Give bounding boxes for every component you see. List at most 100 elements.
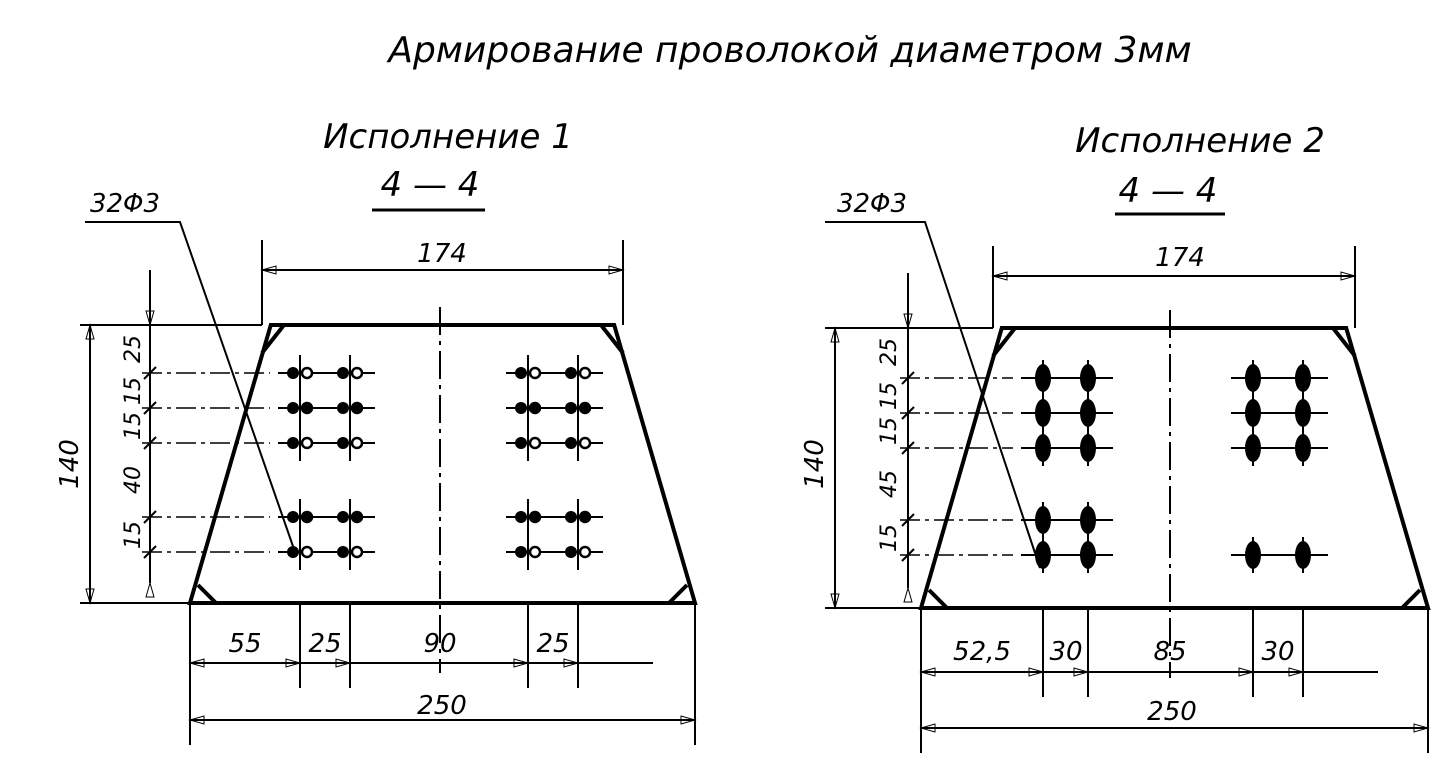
wire-bar [1080,506,1096,534]
v1-vdim-1: 25 [121,335,146,363]
wire-bar [578,545,592,559]
wire-bar [515,511,527,523]
wire-bar [300,545,314,559]
callout-leader [85,221,296,553]
wire-bar [565,511,577,523]
dimension-arrow [145,310,155,327]
section-outline [187,323,698,605]
wire-bar [1295,364,1311,392]
dimension-arrow [85,588,95,605]
wire-bar [350,401,364,415]
chamfer [667,583,689,605]
v2-vdim-1: 25 [877,338,902,366]
dimension-tick [901,513,915,527]
wire-bar [300,436,314,450]
wire-bar [1035,364,1051,392]
chamfer [196,583,218,605]
wire-bar [528,545,542,559]
wire-bar [1080,541,1096,569]
wire-bar [1035,506,1051,534]
wire-bar [337,437,349,449]
wire-bar [350,510,364,524]
v1-hdim-1: 55 [228,629,261,659]
dimension-tick [901,371,915,385]
chamfer [1331,326,1357,358]
chamfer [1400,588,1422,610]
dimension-tick [901,441,915,455]
dimension-tick [901,548,915,562]
dimension-arrow [919,667,936,677]
wire-bar [528,510,542,524]
variant-1-top-width: 174 [417,239,467,269]
chamfer [599,323,625,355]
wire-bar [565,546,577,558]
wire-bar [287,437,299,449]
wire-bar [287,402,299,414]
dimension-tick [143,436,157,450]
wire-bar [300,366,314,380]
dimension-arrow [1340,271,1357,281]
wire-bar [515,402,527,414]
wire-bar [1035,434,1051,462]
wire-bar [578,401,592,415]
wire-bar [1245,434,1261,462]
wire-bar [528,401,542,415]
wire-bar [1295,399,1311,427]
dimension-arrow [1413,723,1430,733]
v1-vdim-2: 15 [121,377,146,405]
v2-vdim-4: 45 [877,470,902,498]
wire-bar [565,402,577,414]
wire-bar [565,367,577,379]
chamfer [991,326,1017,358]
wire-bar [1035,399,1051,427]
dimension-arrow [991,271,1008,281]
dimension-arrow [680,715,697,725]
dimension-arrow [830,326,840,343]
variant-1-section: Исполнение 1 4 — 4 32Φ3 174 250 140 25 1… [55,117,698,745]
variant-1-section-mark: 4 — 4 [381,165,480,205]
v2-hdim-4: 30 [1261,637,1294,667]
dimension-arrow [188,658,205,668]
v1-vdim-3: 15 [121,412,146,440]
wire-bar [515,437,527,449]
callout-leader [825,221,1041,569]
wire-bar [578,436,592,450]
wire-bar [565,437,577,449]
variant-2-height: 140 [800,439,830,489]
v2-vdim-3: 15 [877,417,902,445]
dimension-arrow [1073,667,1090,677]
dimension-arrow [1238,667,1255,677]
dimension-tick [143,510,157,524]
wire-bar [1245,399,1261,427]
variant-1-label: Исполнение 1 [323,117,573,157]
wire-bar [1295,434,1311,462]
wire-bar [337,402,349,414]
dimension-arrow [563,658,580,668]
dimension-arrow [188,715,205,725]
dimension-arrow [1288,667,1305,677]
wire-bar [1080,399,1096,427]
wire-bar [528,366,542,380]
variant-2-callout: 32Φ3 [837,189,907,219]
wire-bar [350,545,364,559]
dimension-arrow [903,586,913,603]
wire-bar [515,546,527,558]
variant-1-height: 140 [55,439,85,489]
chamfer [260,323,286,355]
wire-bar [337,511,349,523]
dimension-arrow [85,323,95,340]
dimension-arrow [513,658,530,668]
v2-hdim-1: 52,5 [953,637,1011,667]
wire-bar [350,436,364,450]
section-outline [918,326,1431,610]
drawing-title: Армирование проволокой диаметром 3мм [386,30,1191,71]
dimension-tick [143,366,157,380]
wire-bar [300,401,314,415]
wire-bar [287,367,299,379]
dimension-arrow [145,581,155,598]
variant-2-section: Исполнение 2 4 — 4 32Φ3 174 250 140 25 1… [800,121,1431,753]
wire-bar [287,546,299,558]
v2-vdim-2: 15 [877,382,902,410]
variant-2-top-width: 174 [1155,243,1205,273]
